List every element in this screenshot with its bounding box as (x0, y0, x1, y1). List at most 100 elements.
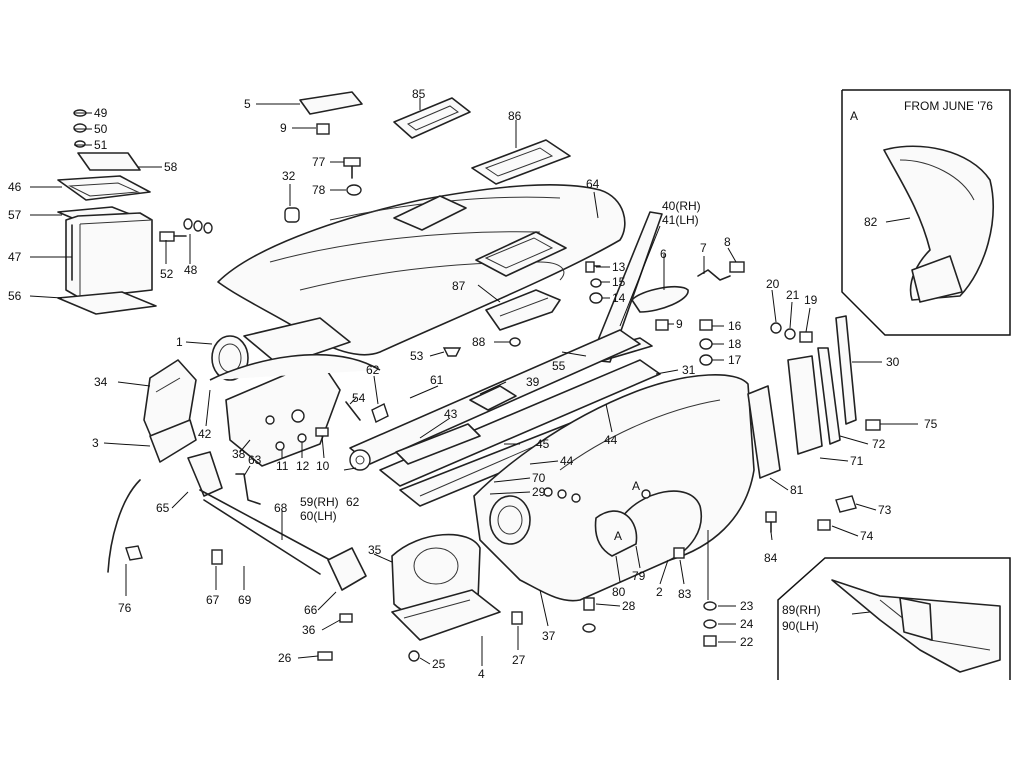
label-89-rh: 89(RH) (782, 603, 821, 617)
label-56: 56 (8, 289, 22, 303)
label-61: 61 (430, 373, 444, 387)
label-3: 3 (92, 436, 99, 450)
label-59-rh: 59(RH) (300, 495, 339, 509)
inset-b-frame (777, 557, 1011, 680)
label-78: 78 (312, 183, 326, 197)
label-76: 76 (118, 601, 132, 615)
label-36: 36 (302, 623, 316, 637)
label-20: 20 (766, 277, 780, 291)
label-55: 55 (552, 359, 566, 373)
label-47: 47 (8, 250, 22, 264)
label-62-bottom: 62 (346, 495, 360, 509)
label-15: 15 (612, 275, 626, 289)
label-62-top: 62 (366, 363, 380, 377)
label-82: 82 (864, 215, 878, 229)
label-63: 63 (248, 453, 262, 467)
label-80: 80 (612, 585, 626, 599)
label-87: 87 (452, 279, 466, 293)
side-panel-parts (747, 315, 881, 533)
label-11: 11 (276, 459, 289, 473)
label-57: 57 (8, 208, 22, 222)
label-65: 65 (156, 501, 170, 515)
label-24: 24 (740, 617, 754, 631)
label-85: 85 (412, 87, 426, 101)
inset-a-heading: A FROM JUNE '76 (850, 99, 993, 123)
front-fender (473, 374, 755, 602)
label-32: 32 (282, 169, 296, 183)
label-71: 71 (850, 454, 864, 468)
callout-markers: A A (614, 479, 640, 543)
label-18: 18 (728, 337, 742, 351)
label-50: 50 (94, 122, 108, 136)
label-27: 27 (512, 653, 526, 667)
inset-b-part-89-90 (831, 579, 1001, 673)
label-52: 52 (160, 267, 174, 281)
label-34: 34 (94, 375, 108, 389)
label-14: 14 (612, 291, 626, 305)
label-31: 31 (682, 363, 696, 377)
label-73: 73 (878, 503, 892, 517)
label-53: 53 (410, 349, 424, 363)
inset-a-title: FROM JUNE '76 (904, 99, 993, 113)
label-12: 12 (296, 459, 310, 473)
label-35: 35 (368, 543, 382, 557)
label-45: 45 (536, 437, 550, 451)
label-58: 58 (164, 160, 178, 174)
label-90-lh: 90(LH) (782, 619, 819, 633)
label-84: 84 (764, 551, 778, 565)
hood-small-parts (284, 91, 571, 223)
label-66: 66 (304, 603, 318, 617)
label-5: 5 (244, 97, 251, 111)
label-44-upper: 44 (604, 433, 618, 447)
label-72: 72 (872, 437, 886, 451)
label-10: 10 (316, 459, 330, 473)
label-60-lh: 60(LH) (300, 509, 337, 523)
label-7: 7 (700, 241, 707, 255)
label-75: 75 (924, 417, 938, 431)
label-77: 77 (312, 155, 326, 169)
label-42: 42 (198, 427, 212, 441)
label-22: 22 (740, 635, 754, 649)
label-19: 19 (804, 293, 818, 307)
label-30: 30 (886, 355, 900, 369)
label-64: 64 (586, 177, 600, 191)
label-25: 25 (432, 657, 446, 671)
label-69: 69 (238, 593, 252, 607)
label-51: 51 (94, 138, 108, 152)
callout-marker-a-upper: A (632, 479, 640, 493)
label-39: 39 (526, 375, 540, 389)
label-23: 23 (740, 599, 754, 613)
label-26: 26 (278, 651, 292, 665)
label-17: 17 (728, 353, 742, 367)
label-49: 49 (94, 106, 108, 120)
label-67: 67 (206, 593, 220, 607)
label-74: 74 (860, 529, 874, 543)
inset-a-frame (841, 89, 1011, 336)
leader-lines (29, 98, 918, 666)
label-6: 6 (660, 247, 667, 261)
label-4: 4 (478, 667, 485, 681)
label-54: 54 (352, 391, 366, 405)
battery-assembly (57, 109, 213, 315)
label-88: 88 (472, 335, 486, 349)
label-86: 86 (508, 109, 522, 123)
inset-a-marker: A (850, 109, 858, 123)
part-number-labels: 49 50 51 58 46 57 47 56 52 48 5 9 85 86 … (8, 87, 938, 681)
label-21: 21 (786, 288, 800, 302)
lower-parts (107, 451, 717, 662)
label-1: 1 (176, 335, 183, 349)
label-28: 28 (622, 599, 636, 613)
label-2: 2 (656, 585, 663, 599)
label-13: 13 (612, 260, 626, 274)
label-29: 29 (532, 485, 546, 499)
label-83: 83 (678, 587, 692, 601)
label-48: 48 (184, 263, 198, 277)
label-46: 46 (8, 180, 22, 194)
label-43: 43 (444, 407, 458, 421)
label-81: 81 (790, 483, 804, 497)
label-16: 16 (728, 319, 742, 333)
label-9-right: 9 (676, 317, 683, 331)
label-70: 70 (532, 471, 546, 485)
label-40-rh: 40(RH) (662, 199, 701, 213)
